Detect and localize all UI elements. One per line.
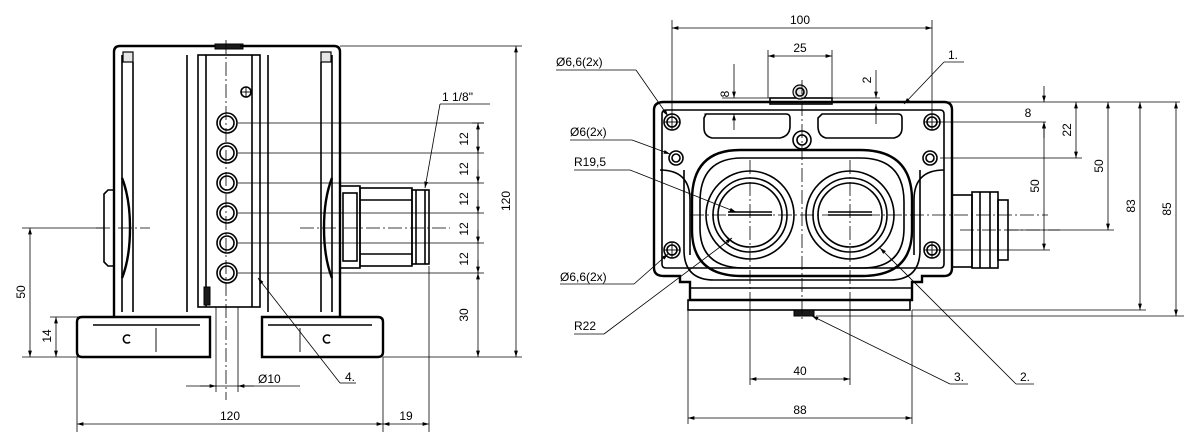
base-plate-right xyxy=(260,315,385,359)
dim-8-right: 8 xyxy=(1025,106,1032,120)
contact-strip xyxy=(197,54,261,308)
cable-gland xyxy=(339,185,430,269)
dim-120-width: 120 xyxy=(220,409,240,423)
dim-22: 22 xyxy=(1060,123,1074,137)
callout-1: 1. xyxy=(948,48,958,62)
dim-50-inner: 50 xyxy=(1028,179,1042,193)
dim-25: 25 xyxy=(793,41,807,55)
dim-12-e: 12 xyxy=(457,252,471,266)
callout-2: 2. xyxy=(1020,370,1030,384)
dim-12-a: 12 xyxy=(457,132,471,146)
base-plate xyxy=(75,315,212,359)
dim-120-height: 120 xyxy=(499,191,513,211)
front-housing xyxy=(652,100,954,302)
dim-12-d: 12 xyxy=(457,222,471,236)
label-hole-bottom: Ø6,6(2x) xyxy=(560,270,607,284)
dim-30: 30 xyxy=(457,308,471,322)
side-view: 12 12 12 12 12 30 120 1 1/8" 50 14 Ø10 1… xyxy=(14,40,522,432)
right-extension-lines xyxy=(816,101,1184,317)
contact-blocks xyxy=(216,86,252,284)
callout-3: 3. xyxy=(954,370,964,384)
dim-12-c: 12 xyxy=(457,192,471,206)
dim-50-right: 50 xyxy=(1092,159,1106,173)
dim-100: 100 xyxy=(790,13,810,27)
dim-83: 83 xyxy=(1124,199,1138,213)
dim-19: 19 xyxy=(399,409,413,423)
dim-40: 40 xyxy=(793,364,807,378)
front-view: 100 25 8 2 8 22 50 50 xyxy=(556,13,1184,424)
dim-2: 2 xyxy=(860,76,874,83)
thread-label: 1 1/8" xyxy=(442,90,473,104)
dim-85: 85 xyxy=(1160,202,1174,216)
label-r19: R19,5 xyxy=(574,155,606,169)
dim-dia-10: Ø10 xyxy=(258,372,281,386)
pitch-extension-lines xyxy=(238,45,522,358)
dim-14-left: 14 xyxy=(40,329,54,343)
dim-12-b: 12 xyxy=(457,162,471,176)
dim-88: 88 xyxy=(793,403,807,417)
callout-4: 4. xyxy=(345,370,355,384)
label-hole-mid: Ø6(2x) xyxy=(570,125,607,139)
dim-8-top: 8 xyxy=(718,90,732,97)
label-hole-top: Ø6,6(2x) xyxy=(556,55,603,69)
label-r22: R22 xyxy=(574,319,596,333)
dim-50-left: 50 xyxy=(14,285,28,299)
